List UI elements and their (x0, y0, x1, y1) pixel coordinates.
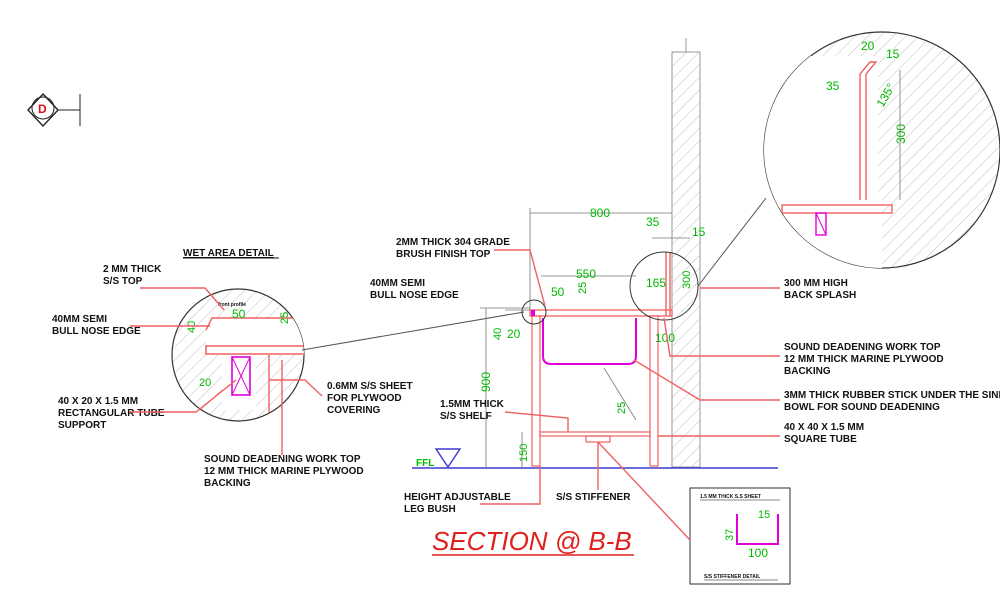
wall (671, 38, 701, 468)
main-section (521, 197, 767, 467)
label-ss-top-2: S/S TOP (103, 276, 143, 287)
label-sheet-1: 0.6MM S/S SHEET (327, 381, 413, 392)
dim-25-bottom: 25 (616, 402, 628, 414)
label-sound-left-3: BACKING (204, 478, 251, 489)
wet-area-detail: WET AREA DETAIL front profile 50 40 25 2… (171, 248, 525, 422)
wet-area-dim-40: 40 (186, 321, 198, 333)
label-sheet-2: FOR PLYWOOD (327, 393, 402, 404)
stiffener-detail-footer: S/S STIFFENER DETAIL (704, 574, 760, 580)
label-splash-1: 300 MM HIGH (784, 278, 848, 289)
label-square-2: SQUARE TUBE (784, 434, 857, 445)
dim-15: 15 (692, 225, 706, 239)
dim-900: 900 (479, 372, 493, 392)
dim-35: 35 (646, 215, 660, 229)
splash-dim-300: 300 (894, 124, 908, 144)
splash-detail: 20 15 35 135° 300 (763, 31, 1000, 269)
wet-area-front-profile-label: front profile (218, 302, 246, 308)
dim-165: 165 (646, 276, 666, 290)
ffl-label: FFL (416, 458, 434, 469)
dim-300: 300 (681, 271, 693, 289)
main-dimensions: 800 35 15 550 50 25 165 300 40 20 900 10… (479, 206, 706, 468)
splash-dim-20: 20 (861, 39, 875, 53)
label-tube-2: RECTANGULAR TUBE (58, 408, 165, 419)
stiffener-detail: 1.5 MM THICK S.S SHEET 15 37 100 S/S STI… (597, 441, 791, 585)
label-rubber-1: 3MM THICK RUBBER STICK UNDER THE SINK (784, 390, 1000, 401)
label-legbush-2: LEG BUSH (404, 504, 456, 515)
label-bullnose2-2: BULL NOSE EDGE (370, 290, 459, 301)
label-sound-right-1: SOUND DEADENING WORK TOP (784, 342, 941, 353)
splash-dim-35: 35 (826, 79, 840, 93)
dim-25-top: 25 (577, 282, 589, 294)
wet-area-title: WET AREA DETAIL (183, 248, 274, 259)
section-title: SECTION @ B-B (432, 526, 632, 556)
label-bullnose-2: BULL NOSE EDGE (52, 326, 141, 337)
label-sound-right-2: 12 MM THICK MARINE PLYWOOD (784, 354, 944, 365)
label-square-1: 40 X 40 X 1.5 MM (784, 422, 864, 433)
wet-area-dim-25: 25 (279, 312, 291, 324)
label-bullnose-1: 40MM SEMI (52, 314, 107, 325)
stiffener-detail-header: 1.5 MM THICK S.S SHEET (700, 494, 761, 500)
splash-dim-15: 15 (886, 47, 900, 61)
label-shelf-2: S/S SHELF (440, 411, 492, 422)
label-bullnose2-1: 40MM SEMI (370, 278, 425, 289)
label-tube-1: 40 X 20 X 1.5 MM (58, 396, 138, 407)
stiffener-dim-15: 15 (758, 509, 770, 521)
label-splash-2: BACK SPLASH (784, 290, 856, 301)
dim-50: 50 (551, 285, 565, 299)
label-brush-2: BRUSH FINISH TOP (396, 249, 491, 260)
label-shelf-1: 1.5MM THICK (440, 399, 505, 410)
stiffener-dim-37: 37 (724, 529, 736, 541)
label-legbush-1: HEIGHT ADJUSTABLE (404, 492, 511, 503)
dim-20: 20 (507, 327, 521, 341)
label-tube-3: SUPPORT (58, 420, 106, 431)
label-sound-right-3: BACKING (784, 366, 831, 377)
wet-area-dim-20: 20 (199, 377, 211, 389)
dim-150: 150 (518, 444, 530, 462)
label-rubber-2: BOWL FOR SOUND DEADENING (784, 402, 940, 413)
dim-40: 40 (492, 328, 504, 340)
label-ss-top-1: 2 MM THICK (103, 264, 162, 275)
label-sound-left-2: 12 MM THICK MARINE PLYWOOD (204, 466, 364, 477)
dim-800: 800 (590, 206, 610, 220)
main-callouts: 2MM THICK 304 GRADE BRUSH FINISH TOP 40M… (370, 237, 1000, 515)
label-stiffener: S/S STIFFENER (556, 492, 631, 503)
section-marker-letter: D (38, 102, 47, 116)
dim-100: 100 (655, 331, 675, 345)
section-marker: D (27, 92, 81, 128)
label-sound-left-1: SOUND DEADENING WORK TOP (204, 454, 361, 465)
stiffener-dim-100: 100 (748, 546, 768, 560)
label-sheet-3: COVERING (327, 405, 381, 416)
dim-550: 550 (576, 267, 596, 281)
wet-area-dim-50: 50 (232, 307, 246, 321)
label-brush-1: 2MM THICK 304 GRADE (396, 237, 510, 248)
wet-area-callouts: 2 MM THICK S/S TOP 40MM SEMI BULL NOSE E… (52, 264, 413, 489)
floor-level-symbol (434, 448, 462, 469)
